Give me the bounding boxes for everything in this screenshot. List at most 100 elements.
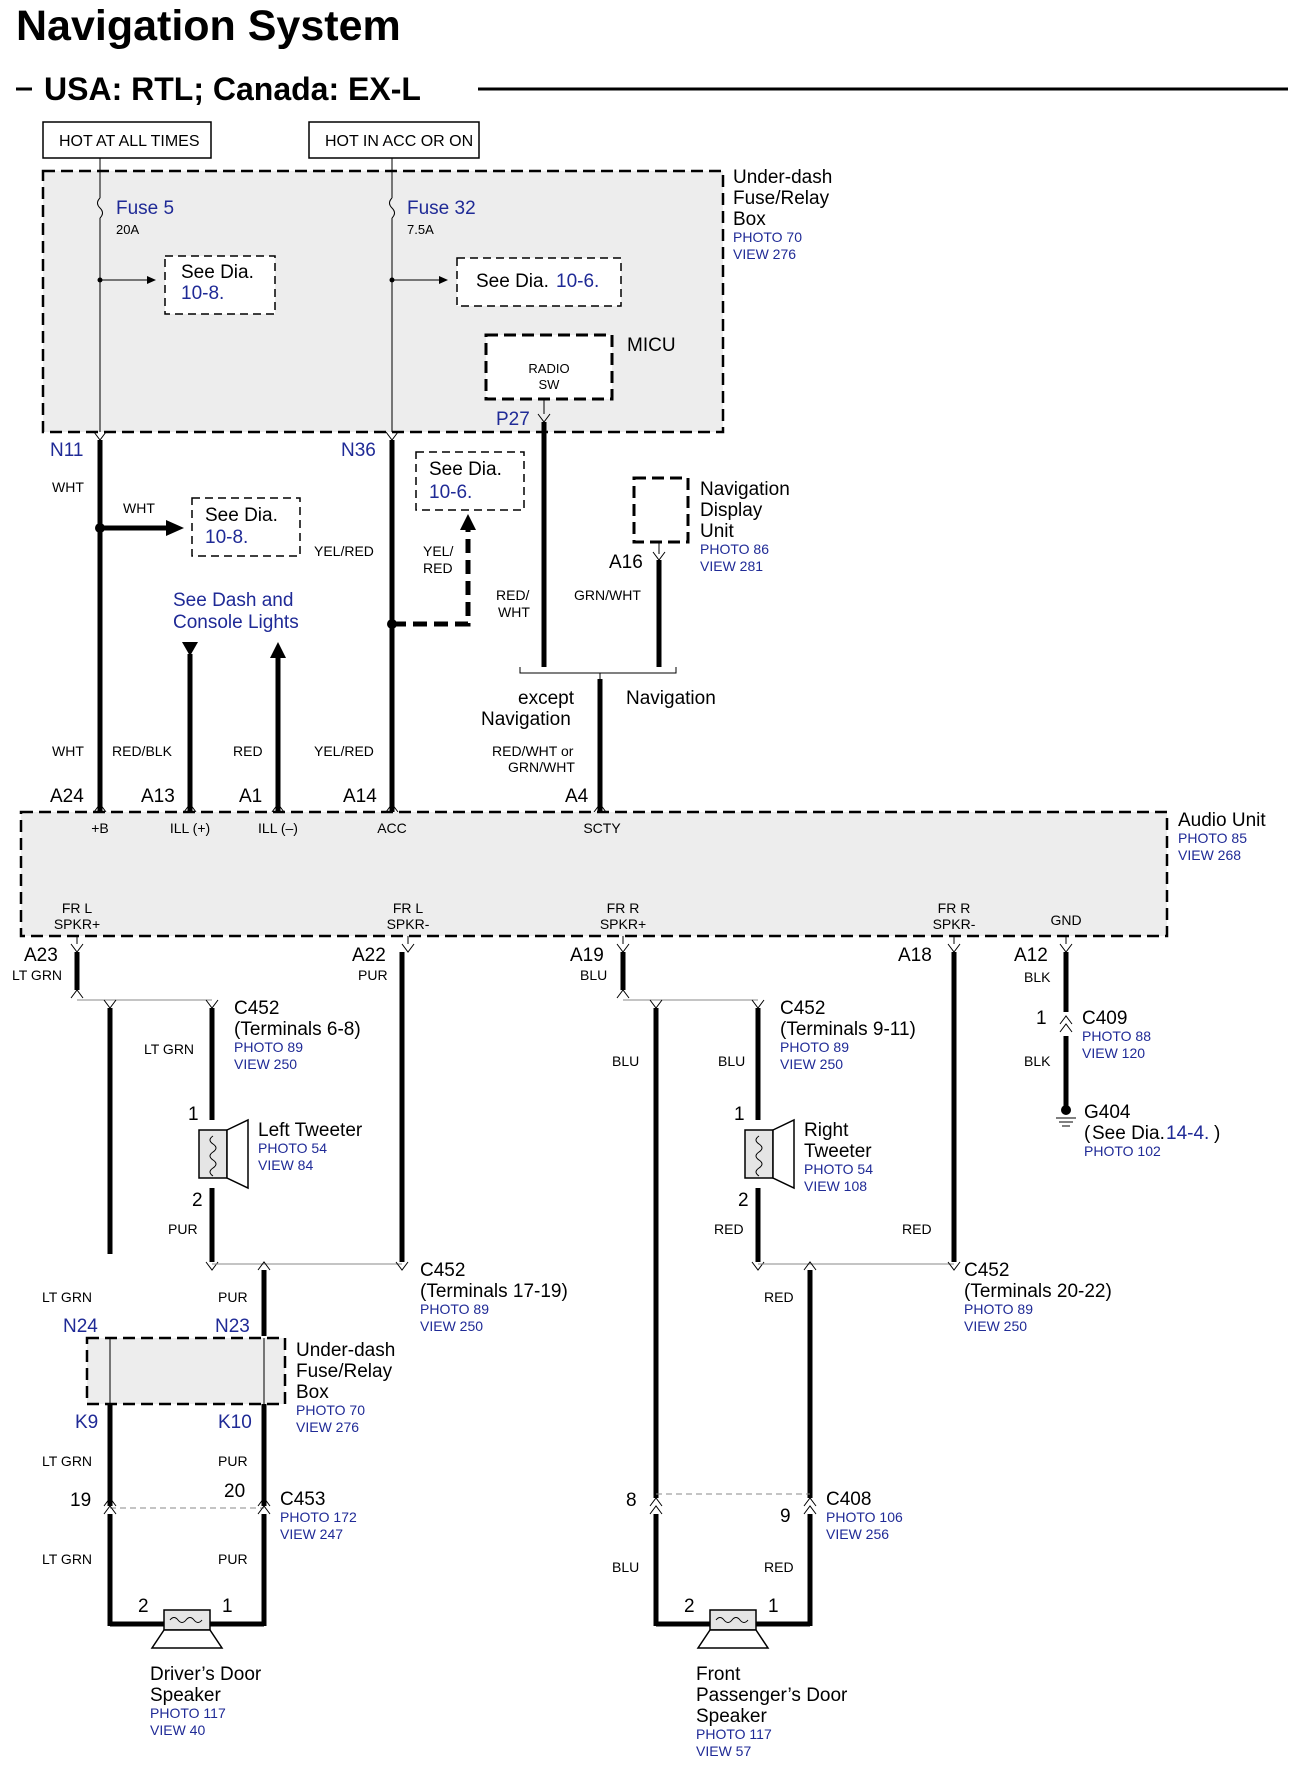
pin-label-frr-minus-1: FR R [938,900,971,916]
see-dia-d-box [415,451,525,511]
n11-label: N11 [50,440,83,461]
a16-label: A16 [609,552,643,573]
radio-sw-label-1: RADIO [528,361,569,376]
pass-spk-pin1: 1 [768,1596,779,1617]
blu-label-e: BLU [612,1559,639,1575]
c452c-view: VIEW 250 [420,1318,483,1334]
blk-label-a: BLK [1024,969,1051,985]
c453-view: VIEW 247 [280,1526,343,1542]
see-dia-d: See Dia. [429,459,502,480]
nav-display-photo: PHOTO 86 [700,541,769,557]
blk-label-b: BLK [1024,1053,1051,1069]
g404-label: G404 [1084,1102,1131,1123]
see-dia-a: See Dia. [181,262,254,283]
red-label-b: RED [902,1221,932,1237]
c408-pin8: 8 [626,1490,637,1511]
pin-a13: A13 [141,786,175,807]
pass-spk-name-2: Passenger’s Door [696,1685,848,1706]
micu-label: MICU [627,335,676,356]
right-tweeter-coil [755,1135,763,1177]
pin-label-ill-plus: ILL (+) [170,820,210,836]
pin-label-scty: SCTY [583,820,621,836]
c452d-photo: PHOTO 89 [964,1301,1033,1317]
c408-pin-right [803,1497,817,1515]
page-title: Navigation System [16,2,401,50]
c409-photo: PHOTO 88 [1082,1028,1151,1044]
k9-label: K9 [75,1412,98,1433]
grn-wht-label-2: GRN/WHT [508,759,575,775]
c452b-label: C452 [780,998,825,1019]
fuse-box-top-name-2: Fuse/Relay [733,188,830,209]
pass-spk-photo: PHOTO 117 [696,1726,772,1742]
hot-at-all-times-box [42,121,212,159]
fuse-box-top-photo: PHOTO 70 [733,229,802,245]
n36-label: N36 [341,440,376,461]
fuse-box-top-view: VIEW 276 [733,246,796,262]
audio-unit-photo: PHOTO 85 [1178,830,1247,846]
a22-connector [401,943,415,953]
c452a-label: C452 [234,998,279,1019]
c452c-terms: (Terminals 17-19) [420,1281,568,1302]
pass-spk-name-1: Front [696,1664,741,1685]
see-dia-b-ref: 10-6. [556,271,599,292]
right-tweeter-horn [772,1118,795,1190]
except-label-2: Navigation [481,709,571,730]
red-blk-label: RED/BLK [112,743,173,759]
pin-a14: A14 [343,786,377,807]
c409-connector [1059,1015,1073,1033]
wht-label-3: WHT [52,743,84,759]
rt-tweeter-label-2: Tweeter [804,1141,872,1162]
n23-label: N23 [215,1316,250,1337]
rt-tweeter-label-1: Right [804,1120,849,1141]
c452c-pin-right [395,1261,409,1271]
pin-a1: A1 [239,786,262,807]
pin-label-frl-plus-1: FR L [62,900,93,916]
g404-paren-close: ) [1214,1123,1220,1144]
blu-label-b: BLU [612,1053,639,1069]
red-label: RED [233,743,263,759]
nav-display-name-2: Display [700,500,763,521]
c452c-pin-mid [257,1261,271,1271]
pin-label-frr-plus-1: FR R [607,900,640,916]
blu-split-connector-a [616,989,630,999]
pin-label-frl-minus-2: SPKR- [387,916,430,932]
nav-display-name-3: Unit [700,521,735,542]
lt-tweeter-pin2: 2 [192,1190,203,1211]
see-dia-c-box [191,497,301,557]
pur-label-c: PUR [218,1289,248,1305]
c452a-pin-left [103,999,117,1009]
rt-tweeter-photo: PHOTO 54 [804,1161,873,1177]
c409-label: C409 [1082,1008,1127,1029]
hot-at-all-times-label: HOT AT ALL TIMES [59,133,200,150]
c452a-pin-right [205,999,219,1009]
pin-a24: A24 [50,786,84,807]
pass-spk-name-3: Speaker [696,1706,767,1727]
grn-wht-label: GRN/WHT [574,587,641,603]
drv-spk-view: VIEW 40 [150,1722,205,1738]
c453-pin-right [257,1497,271,1515]
wht-label-1: WHT [52,479,84,495]
a18-connector [947,943,961,953]
hot-in-acc-box [308,121,480,159]
pin-label-ill-minus: ILL (–) [258,820,298,836]
red-label-e: RED [764,1559,794,1575]
c452d-pin-right [947,1261,961,1271]
lt-grn-label-b: LT GRN [144,1041,194,1057]
drivers-speaker-magnet [163,1609,211,1631]
red-label-c: RED [764,1289,794,1305]
k10-label: K10 [218,1412,252,1433]
blu-label-c: BLU [718,1053,745,1069]
c452d-pin-left [751,1261,765,1271]
c452d-pin-mid [803,1261,817,1271]
pur-label-b: PUR [168,1221,198,1237]
pin-a4: A4 [565,786,589,807]
c453-photo: PHOTO 172 [280,1509,357,1525]
audio-unit-box [19,810,1169,938]
ill-minus-arrowhead [270,642,286,658]
lt-tweeter-pin1: 1 [188,1104,199,1125]
c453-pin19: 19 [70,1490,91,1511]
see-dia-d-ref: 10-6. [429,482,472,503]
see-dia-c-ref: 10-8. [205,527,248,548]
